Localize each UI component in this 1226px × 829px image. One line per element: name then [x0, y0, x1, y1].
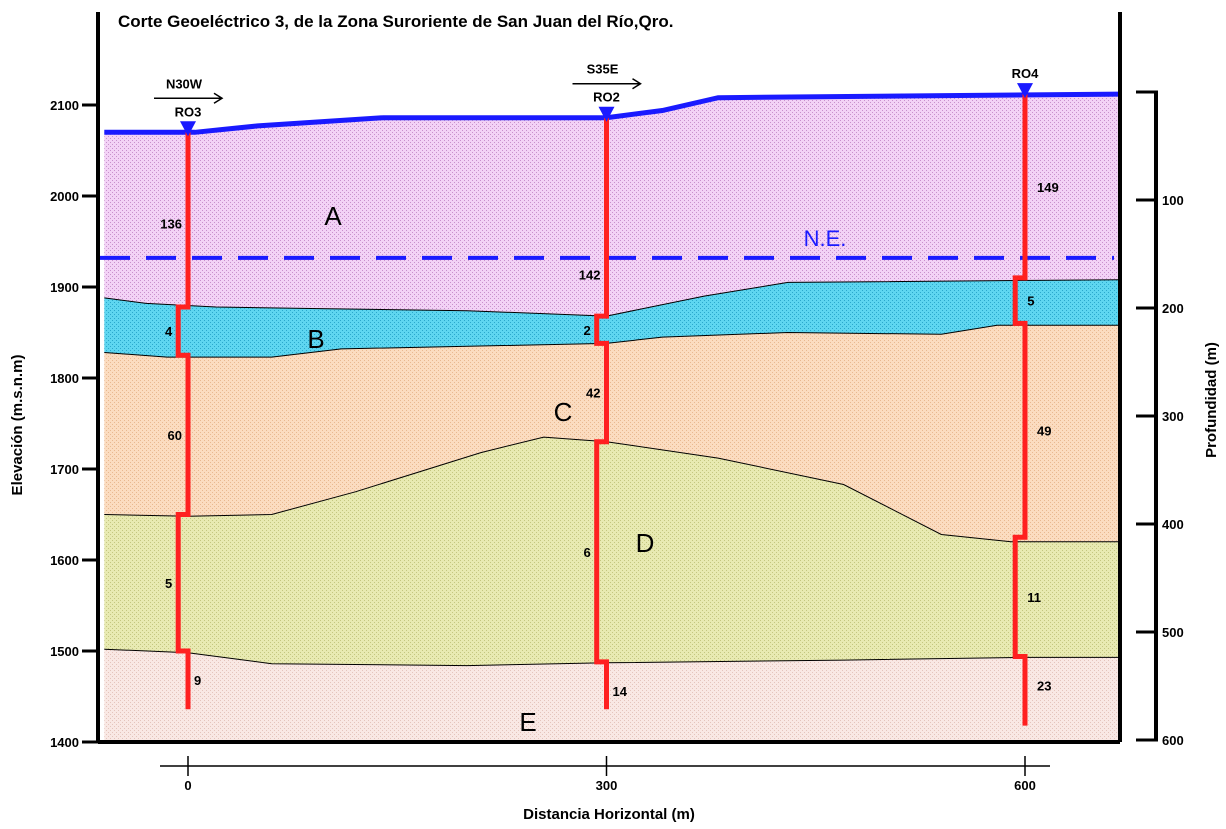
elevation-tick-label: 1900 — [50, 280, 79, 295]
resistivity-label: 42 — [586, 386, 600, 401]
soundings-group: 136 4 60 5 9 RO3 N30W 142 2 42 6 14 RO2 S35E 149 5 49 11 2… — [154, 62, 1059, 726]
ground-surface-line — [104, 91, 1121, 135]
water-level-label: N.E. — [804, 226, 847, 251]
distance-tick-label: 0 — [184, 778, 191, 793]
unit-label-e: E — [519, 707, 536, 737]
elevation-tick-label: 1600 — [50, 553, 79, 568]
resistivity-label: 49 — [1037, 423, 1051, 438]
elevation-tick-label: 2100 — [50, 98, 79, 113]
sounding-ro3: 136 4 60 5 9 RO3 N30W — [154, 76, 224, 710]
elevation-tick-label: 1800 — [50, 371, 79, 386]
resistivity-label: 2 — [584, 323, 591, 338]
resistivity-label: 5 — [1027, 294, 1034, 309]
resistivity-label: 11 — [1027, 590, 1041, 605]
unit-b-fill — [104, 279, 1121, 358]
sounding-ro2: 142 2 42 6 14 RO2 S35E — [572, 62, 642, 710]
boundary-d-e — [104, 648, 1120, 667]
elevation-ticks: 2100 2000 1900 1800 1700 1600 1500 1400 — [50, 98, 98, 750]
resistivity-label: 14 — [613, 684, 628, 699]
depth-tick-label: 200 — [1162, 301, 1184, 316]
figure-title: Corte Geoeléctrico 3, de la Zona Surorie… — [118, 12, 673, 31]
resistivity-label: 6 — [584, 545, 591, 560]
sounding-line — [1012, 94, 1028, 726]
station-name: RO4 — [1012, 66, 1040, 81]
boundary-a-b — [104, 279, 1121, 317]
elevation-tick-label: 1500 — [50, 644, 79, 659]
station-marker-icon — [1017, 83, 1033, 99]
elevation-tick-label: 1400 — [50, 735, 79, 750]
resistivity-label: 9 — [194, 673, 201, 688]
resistivity-label: 60 — [168, 428, 182, 443]
layer-boundaries — [104, 279, 1121, 667]
arrow-head-icon — [213, 92, 224, 104]
elevation-tick-label: 1700 — [50, 462, 79, 477]
x-axis-label: Distancia Horizontal (m) — [523, 806, 695, 823]
unit-d-fill — [104, 437, 1121, 666]
unit-a-fill — [104, 94, 1121, 317]
depth-ticks: 100 200 300 400 500 600 — [1136, 90, 1184, 748]
station-name: RO3 — [175, 104, 202, 119]
y-left-axis-label: Elevación (m.s.n.m) — [9, 355, 26, 496]
arrow-head-icon — [632, 78, 642, 90]
depth-tick-label: 400 — [1162, 517, 1184, 532]
depth-tick-label: 300 — [1162, 409, 1184, 424]
unit-c-fill — [104, 325, 1121, 542]
distance-tick-label: 600 — [1014, 778, 1036, 793]
boundary-b-c — [104, 324, 1120, 358]
depth-tick-label: 100 — [1162, 193, 1184, 208]
distance-tick-label: 300 — [596, 778, 618, 793]
geologic-layers — [104, 94, 1121, 742]
distance-axis: 0 300 600 — [160, 756, 1050, 793]
sounding-ro4: 149 5 49 11 23 RO4 — [1012, 66, 1059, 726]
resistivity-label: 5 — [165, 576, 172, 591]
station-marker-icon — [598, 106, 615, 122]
sounding-line — [594, 117, 609, 710]
y-right-axis-label: Profundidad (m) — [1203, 342, 1220, 458]
elevation-tick-label: 2000 — [50, 189, 79, 204]
resistivity-label: 136 — [160, 216, 182, 231]
resistivity-label: 142 — [579, 268, 601, 283]
resistivity-label: 149 — [1037, 180, 1059, 195]
resistivity-label: 23 — [1037, 678, 1051, 693]
unit-label-d: D — [636, 528, 655, 558]
station-marker-icon — [180, 121, 196, 137]
unit-label-a: A — [324, 201, 342, 231]
depth-tick-label: 600 — [1162, 733, 1184, 748]
resistivity-label: 4 — [165, 324, 173, 339]
boundary-c-d — [104, 436, 1120, 543]
unit-label-b: B — [307, 324, 324, 354]
unit-labels: A B C D E — [307, 201, 654, 737]
unit-e-fill — [104, 649, 1121, 742]
station-name: RO2 — [593, 90, 620, 105]
sounding-line — [175, 132, 191, 710]
direction-label: N30W — [166, 76, 203, 91]
direction-label: S35E — [587, 62, 619, 77]
unit-label-c: C — [554, 397, 573, 427]
depth-tick-label: 500 — [1162, 625, 1184, 640]
